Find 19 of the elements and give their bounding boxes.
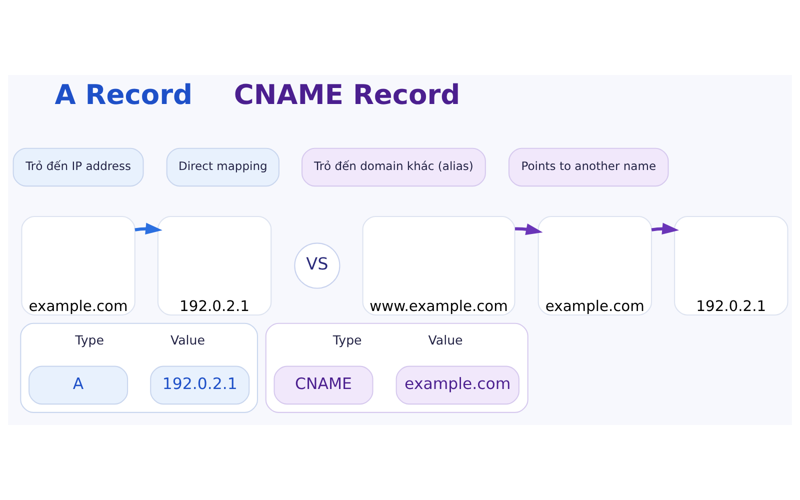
label: CNAME Record	[234, 80, 460, 112]
node-box: example.com	[21, 216, 136, 316]
arrow	[134, 222, 162, 235]
node-circle: VS	[294, 242, 340, 289]
node-box: Points to another name	[508, 148, 669, 187]
node-box: CNAME	[274, 366, 374, 405]
node-box: example.com	[396, 366, 520, 405]
node-box: A	[28, 366, 128, 405]
arrow	[514, 223, 543, 235]
node-box: 192.0.2.1	[150, 366, 250, 405]
node-box: 192.0.2.1	[674, 216, 788, 316]
node-box: Direct mapping	[166, 148, 280, 187]
node-box: example.com	[538, 216, 652, 316]
arrow	[651, 222, 679, 235]
node-box: Trỏ đến domain khác (alias)	[302, 148, 486, 187]
node-box: Trỏ đến IP address	[12, 148, 144, 187]
node-box: 192.0.2.1	[157, 216, 272, 316]
node-box: www.example.com	[362, 216, 516, 316]
label: A Record	[54, 80, 192, 112]
